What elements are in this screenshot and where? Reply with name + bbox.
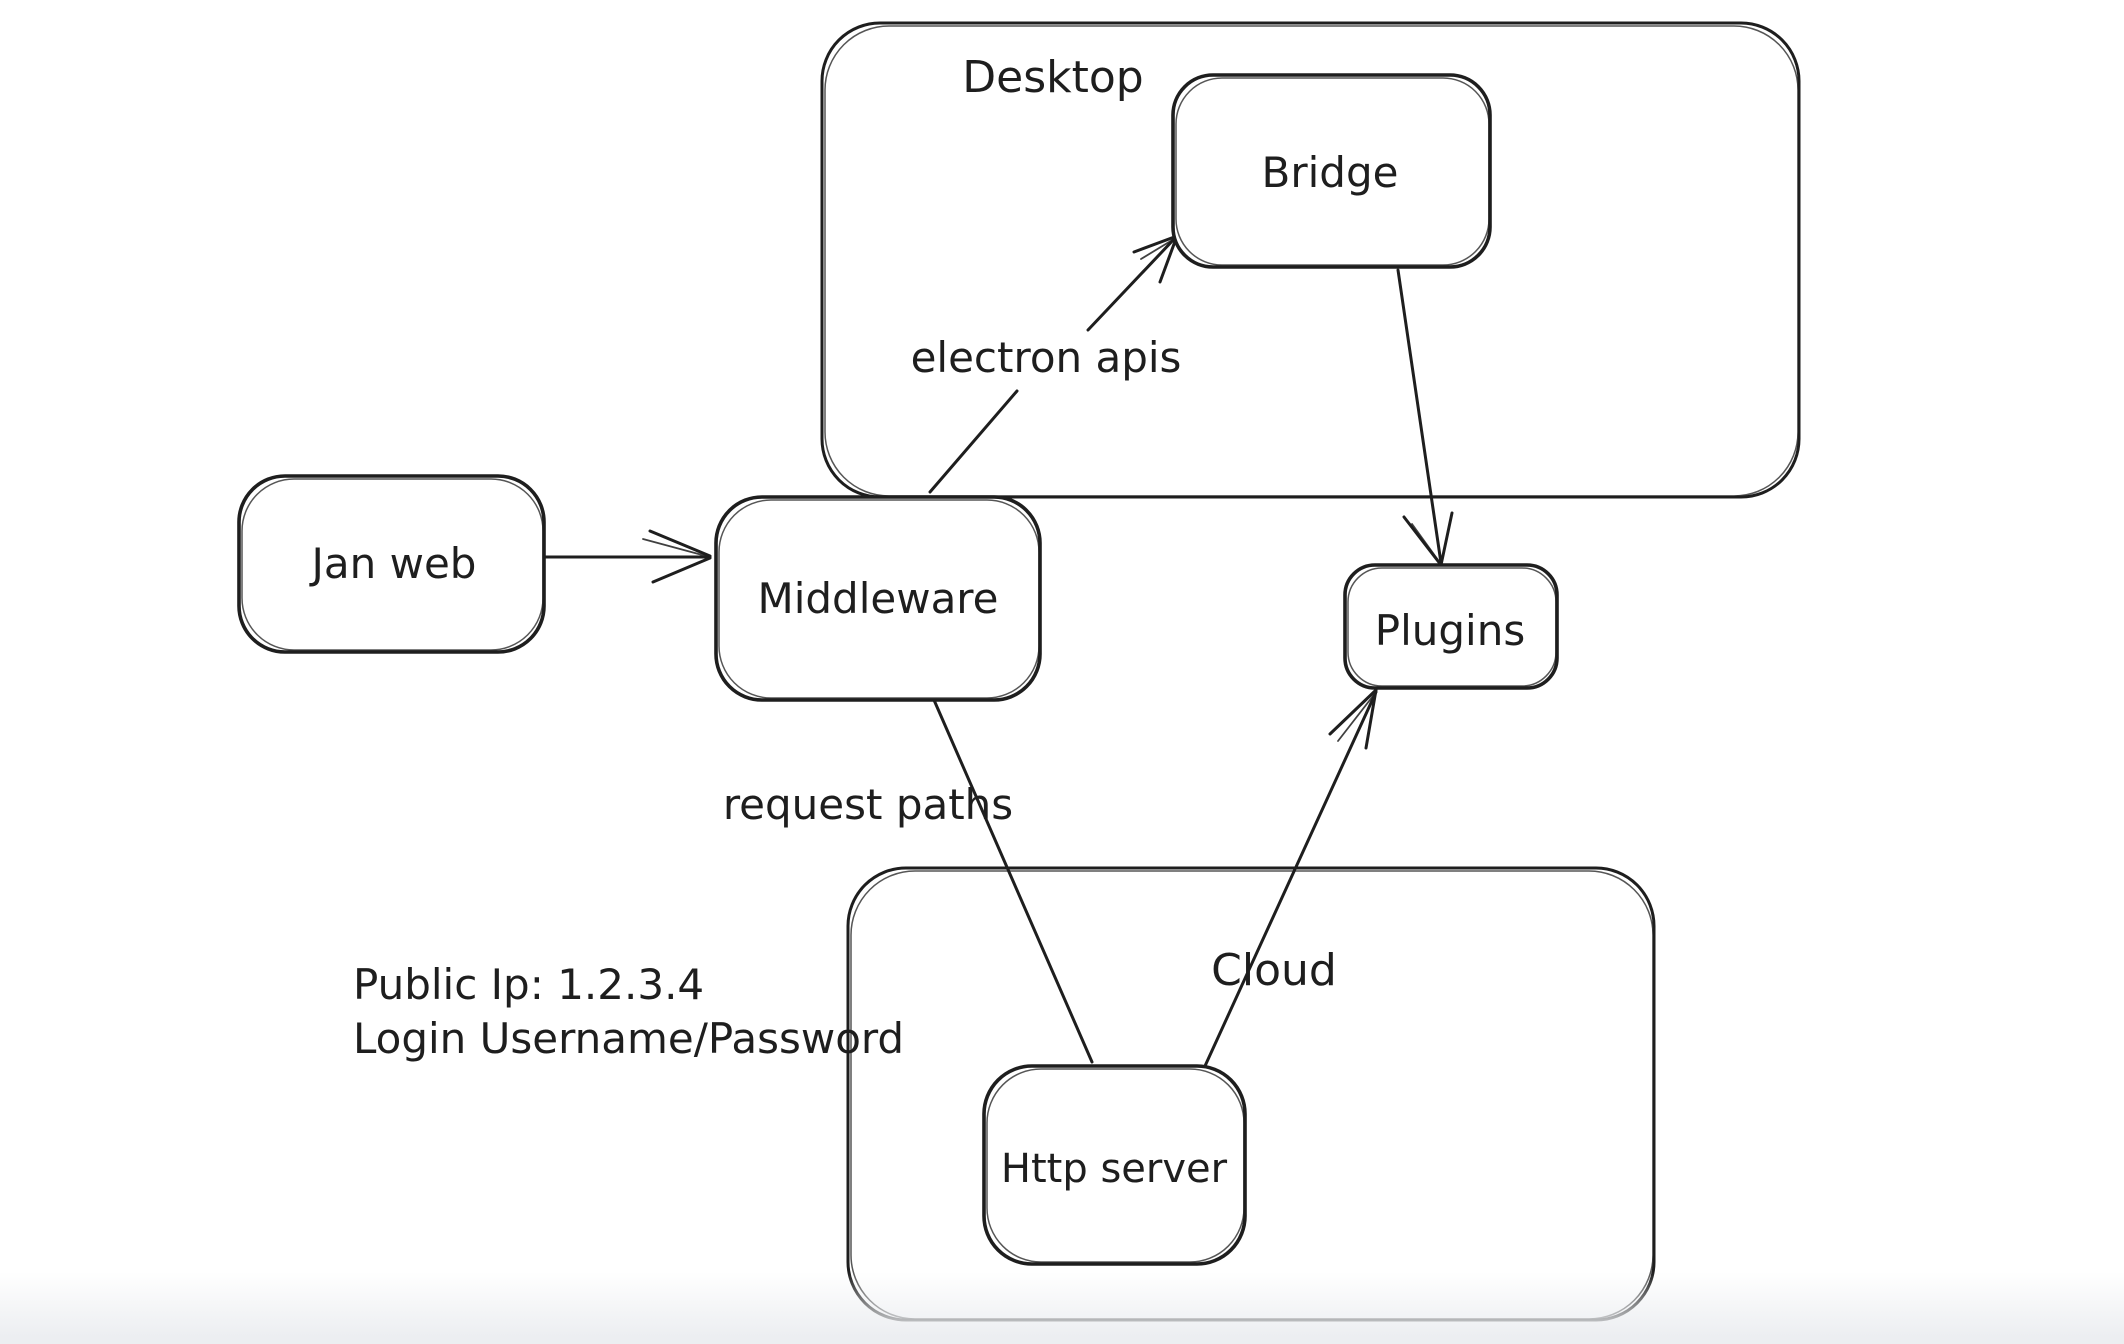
arrowhead-janweb-middleware-barb [651, 556, 712, 584]
node-http-server-label[interactable]: Http server [1001, 1146, 1228, 1192]
node-middleware-label[interactable]: Middleware [757, 574, 998, 623]
arrowhead-middleware-bridge-barb [1132, 234, 1179, 254]
edge-bridge-to-plugins[interactable] [1396, 268, 1454, 567]
arrowhead-janweb-middleware-sketch-stroke [642, 538, 707, 557]
arrowhead-httpserver-plugins-sketch-stroke [1337, 695, 1374, 742]
container-desktop-sketch-stroke [824, 25, 1799, 497]
edge-middleware-to-httpserver[interactable] [932, 698, 1094, 1064]
arrowhead-bridge-plugins-sketch-stroke [1411, 523, 1439, 561]
node-bridge[interactable]: Bridge [1171, 73, 1492, 269]
note-public-ip[interactable]: Public Ip: 1.2.3.4 [353, 960, 704, 1009]
node-http-server-box[interactable] [982, 1064, 1247, 1266]
edge-label-electron-apis[interactable]: electron apis [911, 333, 1182, 382]
edge-httpserver-to-plugins[interactable] [1203, 688, 1378, 1068]
arrowhead-janweb-middleware-barb [648, 529, 712, 558]
node-plugins-box[interactable] [1343, 563, 1559, 690]
node-bridge-sketch-stroke [1175, 77, 1490, 266]
node-middleware-sketch-stroke [718, 499, 1040, 699]
node-http-server[interactable]: Http server [982, 1064, 1247, 1266]
edge-httpserver-to-plugins-line[interactable] [1203, 690, 1378, 1068]
edge-middleware-to-httpserver-line[interactable] [932, 698, 1094, 1064]
edge-bridge-to-plugins-line[interactable] [1396, 268, 1443, 565]
container-desktop-box[interactable] [820, 21, 1801, 499]
edge-middleware-to-bridge-segment[interactable] [1086, 234, 1179, 332]
edge-middleware-to-bridge-segment[interactable] [928, 389, 1019, 494]
arrowhead-middleware-bridge-sketch-stroke [1140, 238, 1175, 260]
arrowhead-bridge-plugins-barb [1439, 511, 1454, 567]
arrowhead-middleware-bridge-barb [1158, 234, 1179, 284]
container-desktop-label[interactable]: Desktop [962, 52, 1143, 103]
node-plugins-label[interactable]: Plugins [1375, 606, 1525, 655]
container-cloud[interactable]: Cloud [846, 866, 1656, 1322]
edge-middleware-to-bridge[interactable] [928, 234, 1179, 494]
node-http-server-sketch-stroke [986, 1068, 1245, 1263]
node-bridge-box[interactable] [1171, 73, 1492, 269]
arrowhead-httpserver-plugins-barb [1328, 688, 1378, 736]
node-bridge-label[interactable]: Bridge [1262, 148, 1399, 197]
note-credentials[interactable]: Public Ip: 1.2.3.4 Login Username/Passwo… [353, 960, 904, 1063]
arrowhead-httpserver-plugins-barb [1364, 688, 1378, 750]
node-middleware-box[interactable] [714, 495, 1042, 702]
container-desktop[interactable]: Desktop [820, 21, 1801, 499]
node-plugins[interactable]: Plugins [1343, 563, 1559, 690]
edge-janweb-to-middleware[interactable] [542, 529, 712, 584]
node-jan-web-label[interactable]: Jan web [309, 539, 477, 588]
node-jan-web-box[interactable] [237, 474, 546, 654]
note-login[interactable]: Login Username/Password [353, 1014, 904, 1063]
container-cloud-box[interactable] [846, 866, 1656, 1322]
node-middleware[interactable]: Middleware [714, 495, 1042, 702]
container-cloud-sketch-stroke [850, 870, 1654, 1320]
container-cloud-label[interactable]: Cloud [1211, 945, 1337, 996]
node-jan-web-sketch-stroke [241, 478, 544, 651]
edge-label-request-paths[interactable]: request paths [723, 780, 1013, 829]
node-jan-web[interactable]: Jan web [237, 474, 546, 654]
node-plugins-sketch-stroke [1347, 567, 1557, 687]
